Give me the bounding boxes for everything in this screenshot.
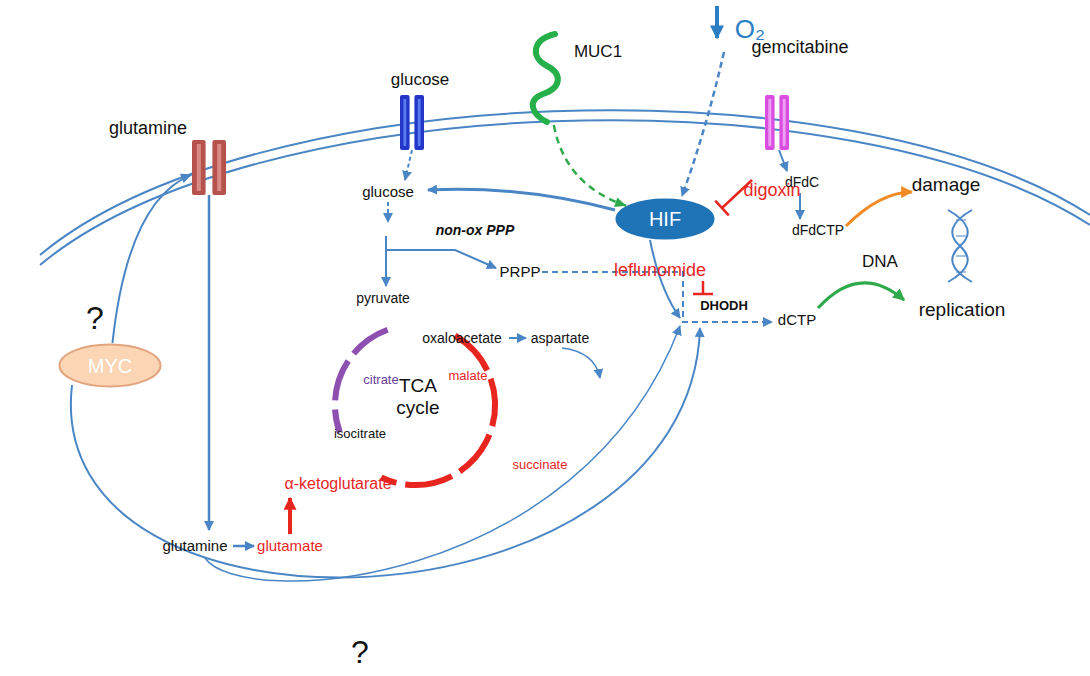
replication-arrow bbox=[818, 283, 904, 308]
flow-arrow bbox=[387, 202, 389, 222]
node-text: HIF bbox=[649, 208, 681, 231]
transporter-bar bbox=[400, 95, 410, 150]
metabolite-label: glutamate bbox=[257, 537, 323, 554]
glucose-transporter-shape bbox=[400, 95, 424, 150]
node-text: glutamine bbox=[109, 118, 187, 139]
node-text: gemcitabine bbox=[751, 37, 848, 58]
question-mark: ? bbox=[351, 634, 369, 671]
glutamine-transporter: glutamine bbox=[192, 140, 226, 195]
transporter-stripe bbox=[783, 99, 786, 146]
transporter-bar bbox=[192, 140, 206, 195]
oxygen-arrow bbox=[715, 6, 719, 38]
glucose-transporter: glucose bbox=[400, 95, 424, 150]
damage-arrow bbox=[846, 192, 912, 226]
flow-arrow bbox=[562, 348, 600, 378]
metabolite-label: dFdC bbox=[785, 174, 819, 190]
enzyme-label: DHODH bbox=[700, 299, 748, 314]
ellipse-outline bbox=[60, 345, 161, 387]
metabolite-label: glucose bbox=[362, 183, 414, 200]
muc1-protein: MUC1 bbox=[525, 30, 565, 125]
metabolite-label: PRPP bbox=[500, 263, 541, 280]
membrane-line bbox=[40, 110, 1090, 255]
transporter-stripe bbox=[418, 99, 421, 146]
cycle-title: TCA cycle bbox=[393, 375, 443, 419]
flow-arrow bbox=[405, 150, 412, 180]
protein-squiggle bbox=[533, 34, 558, 122]
metabolite-label: isocitrate bbox=[334, 427, 386, 442]
outcome-label: replication bbox=[919, 299, 1006, 321]
hif-ellipse: HIF bbox=[615, 198, 715, 240]
inhibition-bar bbox=[693, 293, 713, 296]
membrane-line bbox=[40, 120, 1090, 265]
inhibition-line bbox=[702, 281, 705, 294]
transporter-bar bbox=[779, 95, 789, 150]
metabolite-label: aspartate bbox=[531, 330, 589, 346]
flow-arrow bbox=[386, 250, 496, 268]
metabolite-label: dCTP bbox=[778, 311, 816, 328]
node-text: MYC bbox=[88, 354, 132, 377]
connector bbox=[112, 174, 192, 343]
gemcitabine-transporter-shape bbox=[765, 95, 789, 150]
dna-helix bbox=[948, 210, 972, 282]
connector-arrowhead bbox=[614, 198, 626, 207]
tca-arc bbox=[381, 336, 495, 485]
metabolite-label: oxaloacetate bbox=[422, 330, 501, 346]
transporter-stripe bbox=[403, 99, 406, 146]
flow-arrow bbox=[205, 326, 680, 581]
connector-arrowhead bbox=[180, 174, 192, 183]
gemcitabine-transporter: gemcitabine bbox=[765, 95, 789, 150]
ellipse-outline bbox=[617, 200, 714, 239]
flow-arrow bbox=[385, 236, 387, 286]
metabolite-label: pyruvate bbox=[356, 290, 410, 306]
dna-helix bbox=[948, 210, 972, 282]
transporter-stripe bbox=[197, 144, 201, 191]
edge-label: ? bbox=[86, 300, 104, 337]
flow-arrow bbox=[509, 337, 526, 339]
transporter-stripe bbox=[217, 144, 221, 191]
flow-arrow bbox=[208, 195, 211, 530]
connector bbox=[554, 125, 626, 206]
flow-arrow bbox=[779, 150, 787, 171]
transporter-stripe bbox=[768, 99, 771, 146]
glutamine-transporter-shape bbox=[192, 140, 226, 195]
oxygen-label: O₂ bbox=[735, 15, 765, 45]
dna-label: DNA bbox=[862, 252, 898, 272]
flow-arrow bbox=[71, 328, 700, 578]
node-text: glucose bbox=[391, 70, 450, 90]
flow-arrow bbox=[288, 498, 292, 534]
flow-arrow bbox=[428, 189, 615, 210]
metabolite-label: α-ketoglutarate bbox=[284, 475, 391, 493]
metabolite-label: dFdCTP bbox=[792, 222, 844, 238]
flow-arrow bbox=[682, 52, 724, 196]
dna-rungs bbox=[956, 220, 966, 272]
transporter-bar bbox=[765, 95, 775, 150]
metabolite-label: succinate bbox=[513, 458, 568, 473]
metabolite-label: malate bbox=[448, 369, 487, 384]
drug-label: leflunomide bbox=[614, 260, 706, 281]
pathway-label: non-ox PPP bbox=[436, 222, 515, 238]
flow-arrow bbox=[233, 545, 254, 548]
transporter-bar bbox=[212, 140, 226, 195]
metabolite-label: glutamine bbox=[162, 537, 227, 554]
outcome-label: damage bbox=[912, 174, 981, 196]
myc-ellipse: MYC bbox=[58, 343, 162, 388]
inhibition-bar bbox=[715, 201, 729, 216]
metabolite-label: citrate bbox=[363, 373, 398, 388]
node-text: MUC1 bbox=[574, 42, 622, 62]
transporter-bar bbox=[414, 95, 424, 150]
muc1-protein-shape bbox=[525, 30, 565, 125]
